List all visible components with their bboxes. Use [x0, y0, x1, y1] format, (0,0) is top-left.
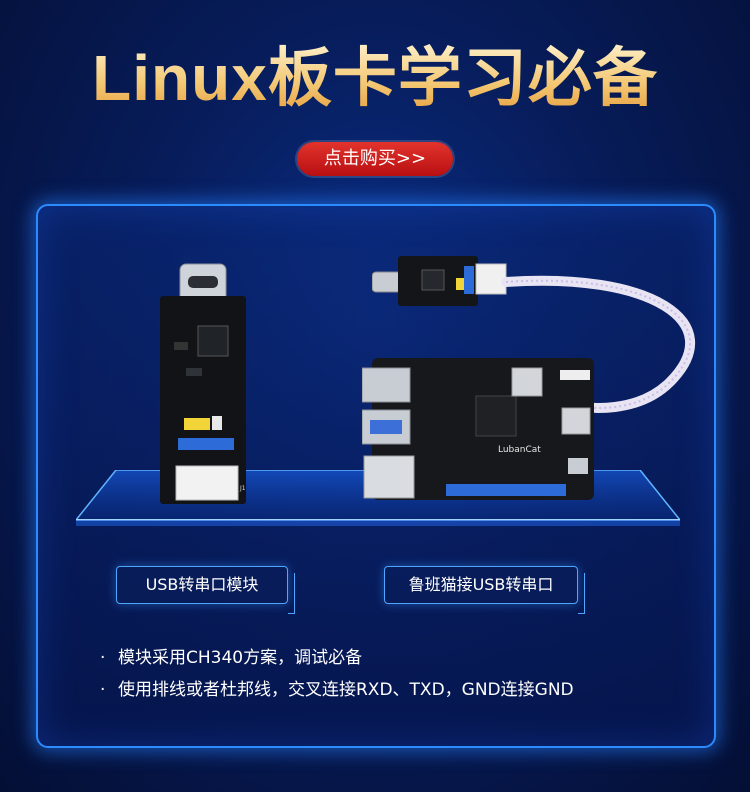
- lubancat-board-image: LubanCat: [362, 358, 594, 500]
- ethernet-port: [363, 455, 415, 499]
- usb-serial-module-image: J1: [160, 263, 246, 504]
- usb-module-silkscreen: J1: [239, 485, 246, 492]
- feature-list: · 模块采用CH340方案，调试必备 · 使用排线或者杜邦线，交叉连接RXD、TXD…: [100, 644, 700, 708]
- usb-module-small-image: [372, 256, 507, 306]
- ribbon-cable: [501, 275, 696, 413]
- caption-lubancat-usb-serial: 鲁班猫接USB转串口: [384, 566, 585, 614]
- bullet-dot: ·: [100, 648, 106, 668]
- page-title: Linux板卡学习必备: [0, 36, 750, 120]
- bullet-dot: ·: [100, 680, 106, 700]
- usb-a-port-top: [362, 367, 411, 403]
- feature-text: 使用排线或者杜邦线，交叉连接RXD、TXD，GND连接GND: [118, 680, 574, 700]
- feature-item: · 使用排线或者杜邦线，交叉连接RXD、TXD，GND连接GND: [100, 676, 700, 708]
- lubancat-logo-text: LubanCat: [498, 445, 541, 455]
- feature-item: · 模块采用CH340方案，调试必备: [100, 644, 700, 676]
- buy-now-button[interactable]: 点击购买>>: [297, 142, 453, 176]
- caption-usb-serial-module: USB转串口模块: [116, 566, 295, 614]
- feature-text: 模块采用CH340方案，调试必备: [118, 648, 363, 668]
